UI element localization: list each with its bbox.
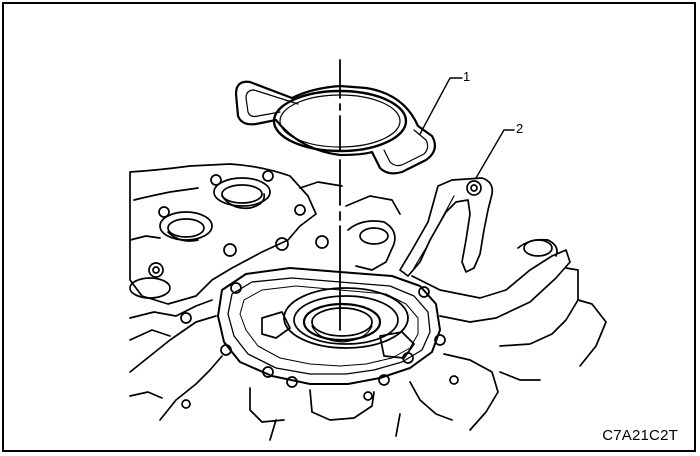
callout-label-2: 2 bbox=[516, 121, 524, 136]
callout-label-1: 1 bbox=[463, 69, 471, 84]
figure-code: C7A21C2T bbox=[602, 427, 678, 444]
diagram-frame bbox=[2, 2, 696, 452]
housing-assembly bbox=[129, 163, 607, 441]
callout-leaders bbox=[419, 77, 515, 179]
gasket-part-1 bbox=[234, 80, 437, 175]
